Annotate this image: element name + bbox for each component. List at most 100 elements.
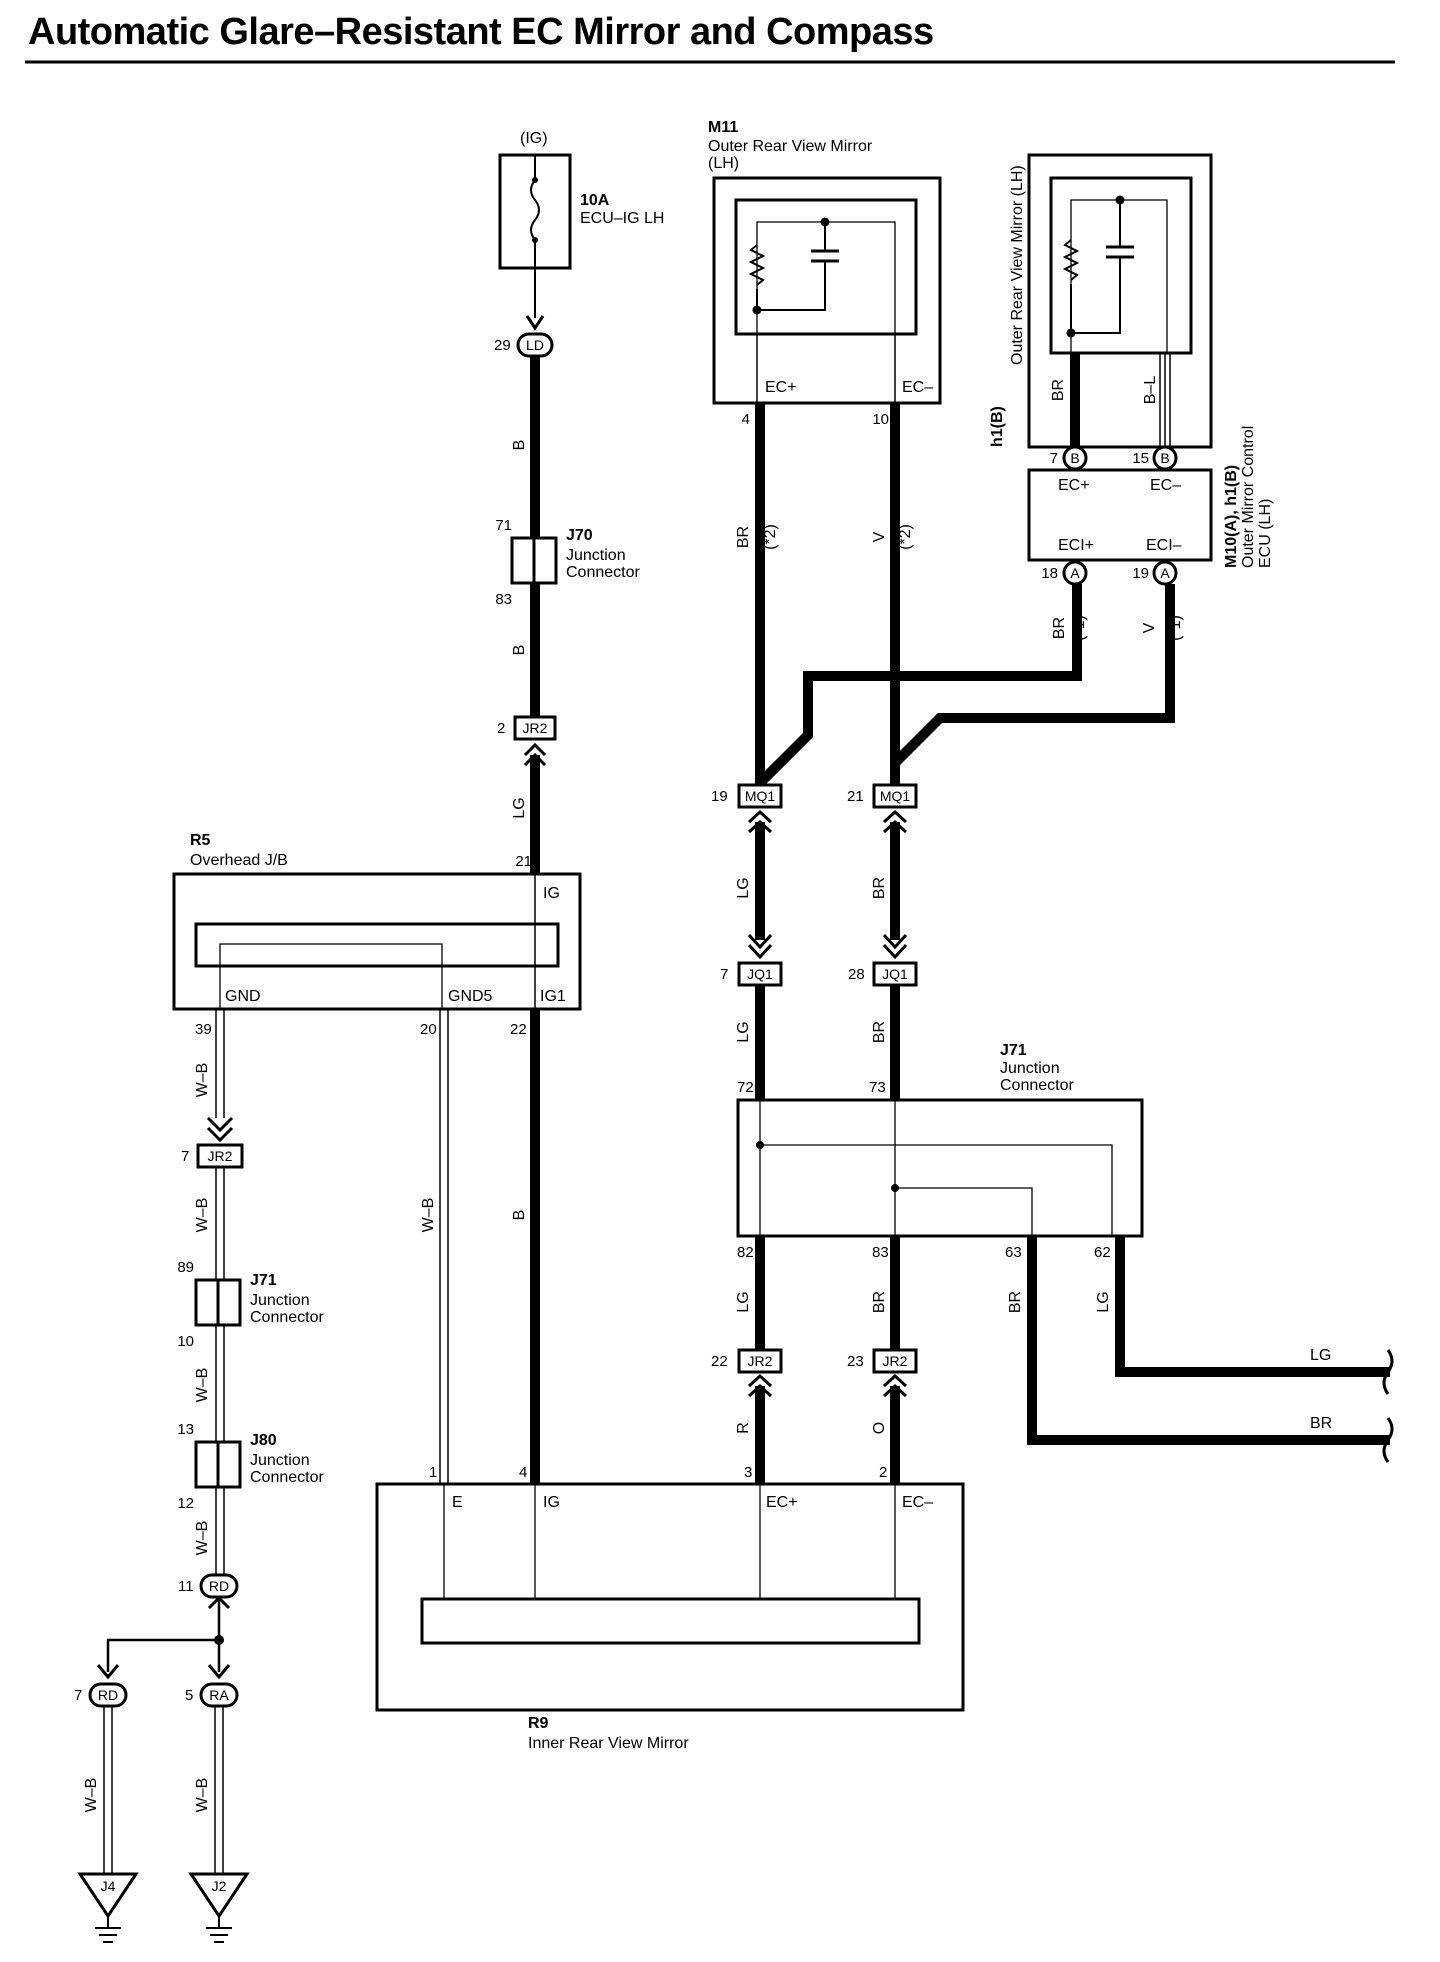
mq1-19-pin: 19: [711, 788, 728, 805]
jr2-left-name: JR2: [208, 1148, 233, 1164]
wire-b-2: B: [511, 645, 528, 656]
r5-pin-22: 22: [510, 1021, 527, 1038]
m10-term-eci-pos: ECI+: [1058, 537, 1094, 554]
wire-wb-j80: W–B: [194, 1368, 211, 1403]
wire-wb-j71: W–B: [194, 1198, 211, 1233]
jr2-top-pin: 2: [497, 720, 505, 737]
h1-pin-7: 7: [1050, 450, 1058, 467]
wire-note-1b: (*1): [1167, 615, 1184, 641]
m11-name-1: Outer Rear View Mirror: [708, 138, 873, 155]
jr2-22-pin: 22: [711, 1353, 728, 1370]
wire-wb-gnd: W–B: [194, 1063, 211, 1098]
wire-lg-82: LG: [735, 1291, 752, 1312]
fuse-name: ECU–IG LH: [580, 210, 664, 227]
j71-left-pin-in: 89: [177, 1259, 194, 1276]
wire-br-83: BR: [871, 1291, 888, 1313]
ground-j2-label: J2: [212, 1878, 227, 1894]
wire-note-2a: (*2): [762, 524, 779, 550]
m11-pin-neg: 10: [872, 411, 889, 428]
j80-name-1: Junction: [250, 1452, 310, 1469]
wire-b-ig1: B: [511, 1210, 528, 1221]
jq1-28-name: JQ1: [882, 966, 908, 982]
r5-pin-21: 21: [515, 853, 532, 870]
r9-pin-3: 3: [744, 1464, 752, 1481]
ra-pin: 5: [185, 1687, 193, 1704]
overhead-jb-r5: R5 Overhead J/B 21 IG GND GND5 IG1: [172, 832, 582, 1011]
m10-name-1: Outer Mirror Control: [1240, 426, 1257, 568]
j71-left-pin-out: 10: [177, 1333, 194, 1350]
connector-jq1-7: JQ1 7: [720, 961, 783, 987]
jq1-7-pin: 7: [720, 966, 728, 983]
junction-j80: 13 12 J80 Junction Connector: [177, 1421, 324, 1512]
r9-pin-2: 2: [879, 1464, 887, 1481]
connector-ra: RA 5: [185, 1682, 239, 1708]
rd-bot-name: RD: [98, 1687, 118, 1703]
r9-name: Inner Rear View Mirror: [528, 1735, 689, 1752]
wire-br-h1: BR: [1050, 379, 1067, 401]
wire-wb-rd: W–B: [194, 1521, 211, 1556]
connector-jr2-23: JR2 23: [847, 1348, 918, 1374]
r5-term-ig: IG: [543, 885, 560, 902]
h1-conn-15: B: [1160, 450, 1169, 466]
jq1-7-name: JQ1: [747, 966, 773, 982]
wire-out-lg: LG: [1310, 1347, 1331, 1364]
jq1-28-pin: 28: [848, 966, 865, 983]
connector-jr2-top: JR2 2: [497, 715, 557, 741]
m11-pin-pos: 4: [742, 411, 750, 428]
outer-mirror-h1: Outer Rear View Mirror (LH) h1(B): [989, 153, 1213, 449]
r5-term-gnd: GND: [225, 988, 261, 1005]
connector-mq1-21: MQ1 21: [847, 783, 918, 809]
h1-conn-7: B: [1070, 450, 1079, 466]
j71-left-name-1: Junction: [250, 1292, 310, 1309]
wire-br-jq: BR: [871, 1021, 888, 1043]
connector-ld-pin: 29: [494, 337, 511, 354]
j80-pin-out: 12: [177, 1495, 194, 1512]
connector-ld-name: LD: [526, 337, 544, 353]
r5-term-gnd5: GND5: [448, 988, 493, 1005]
r9-term-ec-neg: EC–: [902, 1494, 933, 1511]
wire-br-mq: BR: [871, 877, 888, 899]
m10-code: M10(A), h1(B): [1223, 465, 1240, 568]
wire-out-br: BR: [1310, 1415, 1332, 1432]
m11-term-pos: EC+: [765, 379, 797, 396]
connector-jr2-22: JR2 22: [711, 1348, 783, 1374]
j70-pin-out: 83: [495, 591, 512, 608]
r9-term-ec-pos: EC+: [766, 1494, 798, 1511]
r9-term-ig: IG: [543, 1494, 560, 1511]
r5-pin-20: 20: [420, 1021, 437, 1038]
wire-v-m10: V: [1141, 622, 1158, 633]
j71-left-name-2: Connector: [250, 1309, 324, 1326]
j71-pin-82: 82: [737, 1244, 754, 1261]
j71-right-name-1: Junction: [1000, 1060, 1060, 1077]
m10-conn-18: A: [1070, 565, 1080, 581]
ra-name: RA: [209, 1687, 229, 1703]
r9-pin-1: 1: [429, 1464, 437, 1481]
h1-name: Outer Rear View Mirror (LH): [1009, 165, 1026, 365]
r9-pin-4: 4: [519, 1464, 527, 1481]
connector-h1-b-15: B 15: [1132, 445, 1178, 471]
ground-j4-label: J4: [101, 1878, 116, 1894]
m11-name-2: (LH): [708, 155, 739, 172]
mq1-21-pin: 21: [847, 788, 864, 805]
wire-lg-jq: LG: [735, 1021, 752, 1042]
connector-ld: LD 29: [494, 332, 554, 358]
wire-o-ec: O: [871, 1422, 888, 1434]
m11-code: M11: [708, 119, 738, 136]
page-title: Automatic Glare–Resistant EC Mirror and …: [28, 11, 934, 53]
r5-term-ig1: IG1: [540, 988, 566, 1005]
h1-code: h1(B): [989, 406, 1006, 447]
wire-note-2b: (*2): [897, 524, 914, 550]
wire-br-63: BR: [1007, 1291, 1024, 1313]
wire-br-m10: BR: [1051, 617, 1068, 639]
j71-right-code: J71: [1000, 1042, 1027, 1059]
mq1-19-name: MQ1: [745, 788, 776, 804]
junction-j70: 71 83 J70 Junction Connector: [495, 517, 640, 608]
wire-wb-j4: W–B: [83, 1778, 100, 1813]
wire-note-1a: (*1): [1071, 615, 1088, 641]
m11-term-neg: EC–: [902, 379, 933, 396]
jr2-22-name: JR2: [748, 1353, 773, 1369]
ground-j4: J4: [77, 1872, 139, 1943]
j70-code: J70: [566, 527, 593, 544]
inner-mirror-r9: 1 4 3 2 E IG EC+ EC– R9 Inner Rear View …: [375, 1464, 965, 1752]
